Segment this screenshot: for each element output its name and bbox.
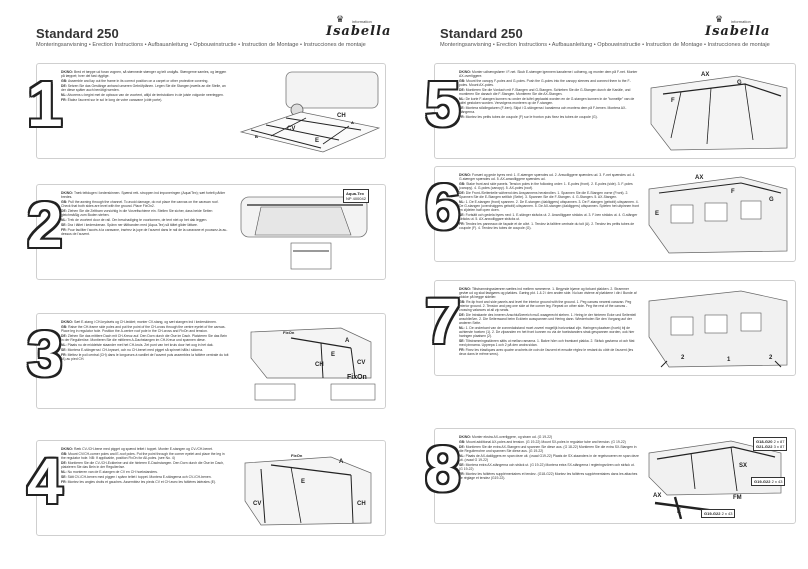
label-1: 1 xyxy=(727,357,731,363)
page-subtitle: Monteringsanvisning • Erection Instructi… xyxy=(440,42,770,48)
page-right: Standard 250 Monteringsanvisning • Erect… xyxy=(404,0,808,569)
brand-logo: ♛ information Isabella xyxy=(699,14,779,40)
step-8: 8 DK/NO: Monter ekstra AX-overliggere, o… xyxy=(425,428,796,524)
step-text: DK/NO: Monter udhængsfører i F-net. Skub… xyxy=(459,70,638,119)
step-number: 8 xyxy=(425,433,461,505)
label-g: G xyxy=(737,80,742,86)
step-text: DK/NO: Bred et tæppe ud foran vognen, så… xyxy=(61,70,227,102)
step-illustration: 2 1 2 xyxy=(641,285,791,371)
step-text: DK/NO: Tiltstramningsstænren sættes ind … xyxy=(459,287,637,357)
brand-logo: ♛ information Isabella xyxy=(320,14,400,40)
crown-icon: ♛ xyxy=(715,14,724,24)
step-3: 3 DK/NO: Sæt E-stang i CH-krydsets og CH… xyxy=(27,313,386,409)
label-ch: CH xyxy=(337,113,346,119)
label-g: G xyxy=(769,197,774,203)
label-ax: AX xyxy=(695,175,704,181)
product-callout: Aqua-Tex NP 400042 xyxy=(343,189,369,203)
label-e: E xyxy=(677,509,682,515)
label-e: E xyxy=(655,211,660,217)
step-number: 2 xyxy=(27,189,63,261)
step-number: 1 xyxy=(27,68,63,140)
label-a: A xyxy=(339,459,344,465)
step-number: 3 xyxy=(27,318,63,390)
label-e: E xyxy=(331,352,336,358)
step-illustration: FixOn A E CV CH FixOn xyxy=(231,318,381,404)
step-text: DK/NO: Sæt E-stang i CH-krydsets og CH-l… xyxy=(61,320,229,361)
code-callout-bottom: G19-G22 2 x 43 xyxy=(701,509,736,518)
svg-text:B: B xyxy=(255,134,258,139)
brand-name: Isabella xyxy=(326,24,392,39)
page-title: Standard 250 xyxy=(440,26,523,41)
page-left: Standard 250 Monteringsanvisning • Erect… xyxy=(27,14,400,536)
step-1: 1 DK/NO: Bred et tæppe ud foran vognen, … xyxy=(27,63,386,159)
label-sx: SX xyxy=(739,463,748,469)
logo-info: information xyxy=(352,19,372,24)
step-5: 5 DK/NO: Monter udhængsfører i F-net. Sk… xyxy=(425,63,796,159)
step-illustration: G18-G20 2 x 87 G21-G22 3 x 87 G19-G22 2 … xyxy=(641,433,791,520)
step-2: 2 DK/NO: Træk teltdugen i kederskinnen. … xyxy=(27,184,386,280)
svg-text:A: A xyxy=(351,120,354,125)
label-2-right: 2 xyxy=(769,355,773,361)
step-text: DK/NO: Træk teltdugen i kederskinnen. Sp… xyxy=(61,191,228,236)
fixon-label: FixOn xyxy=(347,374,367,381)
label-cv: CV xyxy=(357,360,366,366)
crown-icon: ♛ xyxy=(336,14,345,24)
label-f: F xyxy=(731,189,735,195)
step-number: 5 xyxy=(425,68,461,140)
step-text: DK/NO: Ræk CV-/CH-bene med pigget og spæ… xyxy=(61,447,225,484)
step-7: 7 DK/NO: Tiltstramningsstænren sættes in… xyxy=(425,280,796,376)
code-callout-top: G18-G20 2 x 87 G21-G22 3 x 87 xyxy=(753,437,788,451)
label-ch: CH xyxy=(315,362,324,368)
step-illustration: FixOn A E CV CH xyxy=(231,445,381,531)
label-ax: AX xyxy=(701,72,710,78)
label-cv: CV xyxy=(287,126,296,132)
logo-info: information xyxy=(731,19,751,24)
label-cv: CV xyxy=(253,501,262,507)
label-ch: CH xyxy=(357,501,366,507)
step-illustration: Aqua-Tex NP 400042 xyxy=(231,189,381,275)
step-number: 6 xyxy=(425,171,461,243)
step-text: DK/NO: Monter ekstra AX-overliggere, og … xyxy=(459,435,639,480)
label-e: E xyxy=(301,479,306,485)
label-f: F xyxy=(671,98,675,104)
label-fixon-small: FixOn xyxy=(291,453,303,458)
step-number: 4 xyxy=(27,445,63,517)
step-illustration: AX E F G xyxy=(641,171,791,257)
step-number: 7 xyxy=(425,285,461,357)
step-text: DK/NO: Forsæt og gede byres ned: 1. E-st… xyxy=(459,173,640,231)
code-callout-side: G19-G22 2 x 43 xyxy=(751,477,786,486)
step-6: 6 DK/NO: Forsæt og gede byres ned: 1. E-… xyxy=(425,166,796,262)
brand-name: Isabella xyxy=(705,24,771,39)
label-a: A xyxy=(345,338,350,344)
step-illustration: AX F G xyxy=(641,68,791,154)
label-2-left: 2 xyxy=(681,355,685,361)
step-illustration: B A CV CH E xyxy=(231,68,381,154)
label-fm: FM xyxy=(733,495,742,501)
label-ax: AX xyxy=(653,493,662,499)
label-fixon-small: FixOn xyxy=(283,330,295,335)
page-subtitle: Monteringsanvisning • Erection Instructi… xyxy=(36,42,366,48)
page-title: Standard 250 xyxy=(36,26,119,41)
label-e: E xyxy=(315,138,320,144)
step-4: 4 DK/NO: Ræk CV-/CH-bene med pigget og s… xyxy=(27,440,386,536)
